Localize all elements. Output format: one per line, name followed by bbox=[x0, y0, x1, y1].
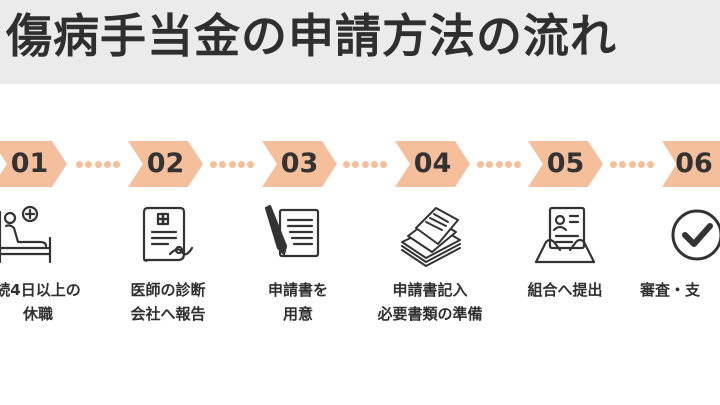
connector-dot bbox=[619, 160, 627, 168]
step-label-05: 組合へ提出 bbox=[495, 278, 635, 302]
connector-dot bbox=[370, 160, 378, 168]
document-stack-icon bbox=[398, 202, 464, 268]
connector-dot bbox=[477, 160, 484, 168]
step-badge-06: 06 bbox=[662, 141, 720, 187]
connector-dot bbox=[495, 160, 503, 168]
step-badge-04: 04 bbox=[395, 141, 470, 187]
step-number: 02 bbox=[146, 148, 185, 179]
step-label-01: 続4日以上の 休職 bbox=[0, 278, 108, 326]
step-label-line2: 休職 bbox=[22, 305, 53, 323]
connector-dot bbox=[352, 160, 360, 168]
connector-dot bbox=[343, 160, 350, 168]
connector-dots bbox=[76, 160, 120, 168]
step-badge-02: 02 bbox=[128, 141, 203, 187]
step-label-line1: 続4日以上の bbox=[0, 281, 81, 299]
step-label-line1: 申請書を bbox=[267, 281, 328, 299]
connector-dots bbox=[477, 160, 521, 168]
connector-dot bbox=[486, 160, 494, 168]
title-band: 傷病手当金の申請方法の流れ bbox=[0, 0, 720, 84]
connector-dot bbox=[610, 160, 617, 168]
document-pen-icon bbox=[260, 202, 326, 268]
connector-dots bbox=[343, 160, 387, 168]
step-badge-03: 03 bbox=[262, 141, 337, 187]
step-number: 03 bbox=[280, 148, 319, 179]
connector-dot bbox=[647, 160, 654, 168]
step-label-03: 申請書を 用意 bbox=[228, 278, 368, 326]
step-badge-05: 05 bbox=[528, 141, 603, 187]
connector-dots bbox=[210, 160, 254, 168]
connector-dot bbox=[380, 160, 387, 168]
step-label-line1: 組合へ提出 bbox=[527, 281, 603, 299]
connector-dot bbox=[103, 160, 111, 168]
submit-form-icon bbox=[532, 202, 598, 268]
connector-dots bbox=[610, 160, 654, 168]
connector-dot bbox=[210, 160, 217, 168]
step-number: 05 bbox=[546, 148, 585, 179]
step-label-line2: 会社へ報告 bbox=[130, 305, 206, 323]
step-label-line2: 必要書類の準備 bbox=[377, 305, 483, 323]
step-number: 01 bbox=[10, 148, 49, 179]
step-number: 04 bbox=[413, 148, 452, 179]
connector-dot bbox=[94, 160, 102, 168]
step-label-02: 医師の診断 会社へ報告 bbox=[98, 278, 238, 326]
connector-dot bbox=[628, 160, 636, 168]
connector-dot bbox=[361, 160, 369, 168]
step-label-line1: 審査・支 bbox=[640, 281, 701, 299]
connector-dot bbox=[219, 160, 227, 168]
connector-dot bbox=[113, 160, 120, 168]
connector-dot bbox=[514, 160, 521, 168]
connector-dot bbox=[237, 160, 245, 168]
check-circle-icon bbox=[664, 202, 720, 268]
step-number: 06 bbox=[675, 148, 713, 179]
medical-certificate-icon bbox=[134, 202, 200, 268]
step-badge-01: 01 bbox=[0, 141, 67, 187]
hospital-bed-icon bbox=[0, 202, 58, 268]
connector-dot bbox=[76, 160, 83, 168]
step-label-06: 審査・支 bbox=[640, 278, 720, 302]
step-label-04: 申請書記入 必要書類の準備 bbox=[360, 278, 500, 326]
page-title: 傷病手当金の申請方法の流れ bbox=[6, 9, 617, 63]
connector-dot bbox=[85, 160, 93, 168]
connector-dot bbox=[228, 160, 236, 168]
connector-dot bbox=[637, 160, 645, 168]
connector-dot bbox=[504, 160, 512, 168]
step-label-line2: 用意 bbox=[282, 305, 313, 323]
step-label-line1: 申請書記入 bbox=[392, 281, 468, 299]
step-label-line1: 医師の診断 bbox=[130, 281, 206, 299]
connector-dot bbox=[247, 160, 254, 168]
